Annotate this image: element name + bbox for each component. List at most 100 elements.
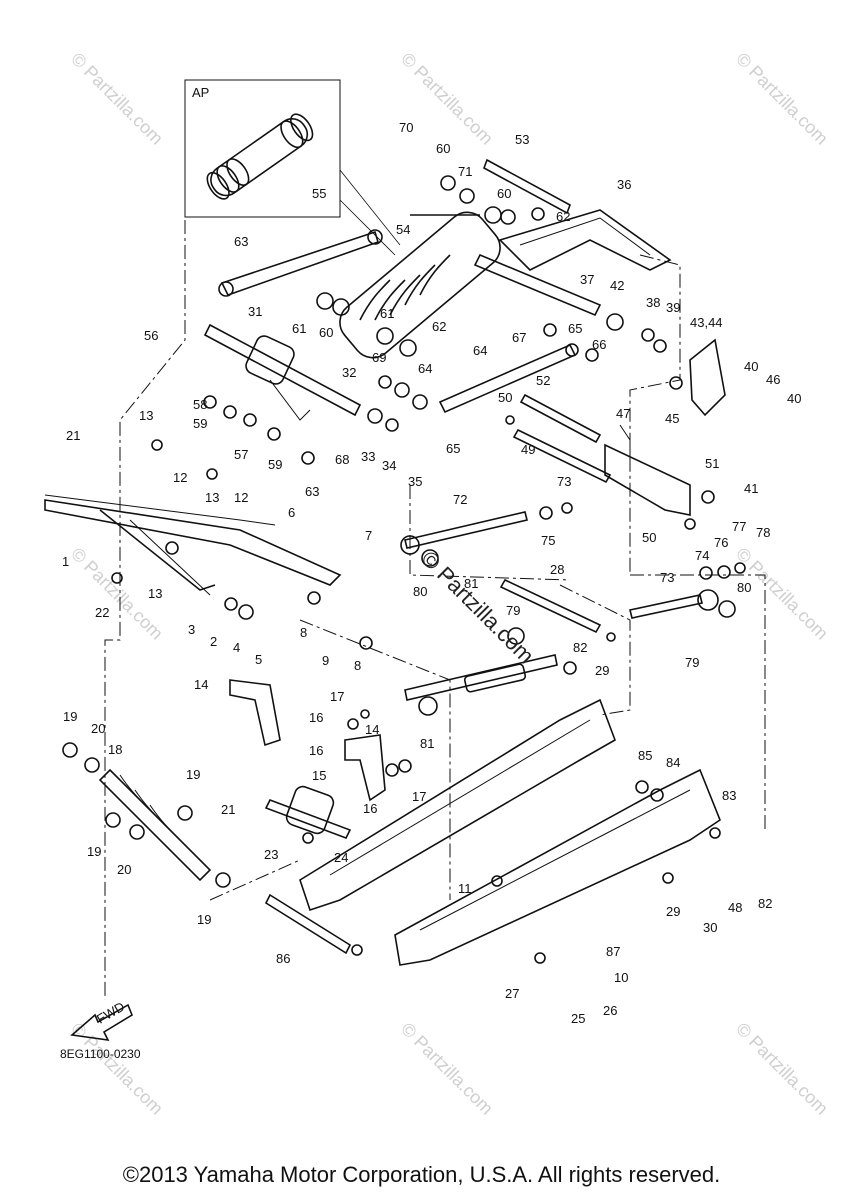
callout: 85 [638,748,652,763]
callout: 75 [541,533,555,548]
callout: 82 [573,640,587,655]
callout: 87 [606,944,620,959]
callout: 60 [319,325,333,340]
callout: 37 [580,272,594,287]
callout: 72 [453,492,467,507]
callout: 27 [505,986,519,1001]
callout: 9 [322,653,329,668]
watermark: © Partzilla.com [397,1019,497,1119]
arm-36 [473,209,672,317]
callout: 76 [714,535,728,550]
callout: 57 [234,447,248,462]
callout: 52 [536,373,550,388]
callout: 21 [66,428,80,443]
bracket-47 [604,424,691,516]
callout: 38 [646,295,660,310]
callout: 13 [148,586,162,601]
watermark: © Partzilla.com [67,1019,167,1119]
callout: 61 [380,306,394,321]
callout: 19 [186,767,200,782]
rod-72 [629,589,719,619]
callout: 62 [432,319,446,334]
callout: 21 [221,802,235,817]
callout: 6 [288,505,295,520]
callout: 33 [361,449,375,464]
callout: 8 [300,625,307,640]
callout: 64 [473,343,487,358]
callout: 19 [197,912,211,927]
rod-81-shock [404,654,558,701]
watermark: © Partzilla.com [732,49,832,149]
callout: 56 [144,328,158,343]
shock-absorber-54 [339,206,502,359]
callout: 48 [728,900,742,915]
callout: 61 [292,321,306,336]
watermark: © Partzilla.com [67,49,167,149]
callout: 63 [234,234,248,249]
callout: 7 [365,528,372,543]
callout: 65 [446,441,460,456]
fwd-label: FWD [94,999,127,1027]
callout: 47 [616,406,630,421]
callout: 50 [498,390,512,405]
callout: 74 [695,548,709,563]
callout: 16 [363,801,377,816]
callout: 83 [722,788,736,803]
callout: 53 [515,132,529,147]
link-63-top [218,229,383,297]
callout: 14 [365,722,379,737]
callout: 77 [732,519,746,534]
parts-diagram: © Partzilla.com © Partzilla.com © Partzi… [44,49,832,1119]
callout: 26 [603,1003,617,1018]
callout: 16 [309,710,323,725]
callout: 58 [193,397,207,412]
callout: 13 [139,408,153,423]
callout: 68 [335,452,349,467]
callout: 12 [173,470,187,485]
watermark: © Partzilla.com [732,1019,832,1119]
callout: 82 [758,896,772,911]
inset-ap: AP 55 [184,79,401,256]
callout: 81 [464,576,478,591]
callout: 42 [610,278,624,293]
callout: 41 [744,481,758,496]
callout: 5 [255,652,262,667]
bracket-14b [344,734,386,802]
copyright-notice: ©2013 Yamaha Motor Corporation, U.S.A. A… [122,1162,721,1187]
callout: 29 [666,904,680,919]
callout: 73 [557,474,571,489]
callout: 46 [766,372,780,387]
front-arm-1 [44,494,342,596]
callout: 54 [396,222,410,237]
callout: 84 [666,755,680,770]
rod-71 [400,511,528,555]
callout: 18 [108,742,122,757]
callout: 51 [705,456,719,471]
callout: 86 [276,951,290,966]
shaft-52 [519,393,602,444]
callout: 2 [210,634,217,649]
callout: 67 [512,330,526,345]
callout: 62 [556,209,570,224]
bracket-14 [229,679,281,747]
callout: 50 [642,530,656,545]
callout: 60 [436,141,450,156]
callout: 20 [91,721,105,736]
callout: 10 [614,970,628,985]
callout: 59 [193,416,207,431]
callout: 20 [117,862,131,877]
callout: 81 [420,736,434,751]
callout: 40 [787,391,801,406]
callout: 17 [330,689,344,704]
callout: 17 [412,789,426,804]
callout: 25 [571,1011,585,1026]
drawing-code: 8EG1100-0230 [60,1047,141,1061]
callout: 73 [660,570,674,585]
brand-overlay: © Partzilla.com [416,546,539,669]
callout: 16 [309,743,323,758]
callout: 71 [458,164,472,179]
callout: 80 [413,584,427,599]
callout: 4 [233,640,240,655]
callout: 39 [666,300,680,315]
callout: 45 [665,411,679,426]
